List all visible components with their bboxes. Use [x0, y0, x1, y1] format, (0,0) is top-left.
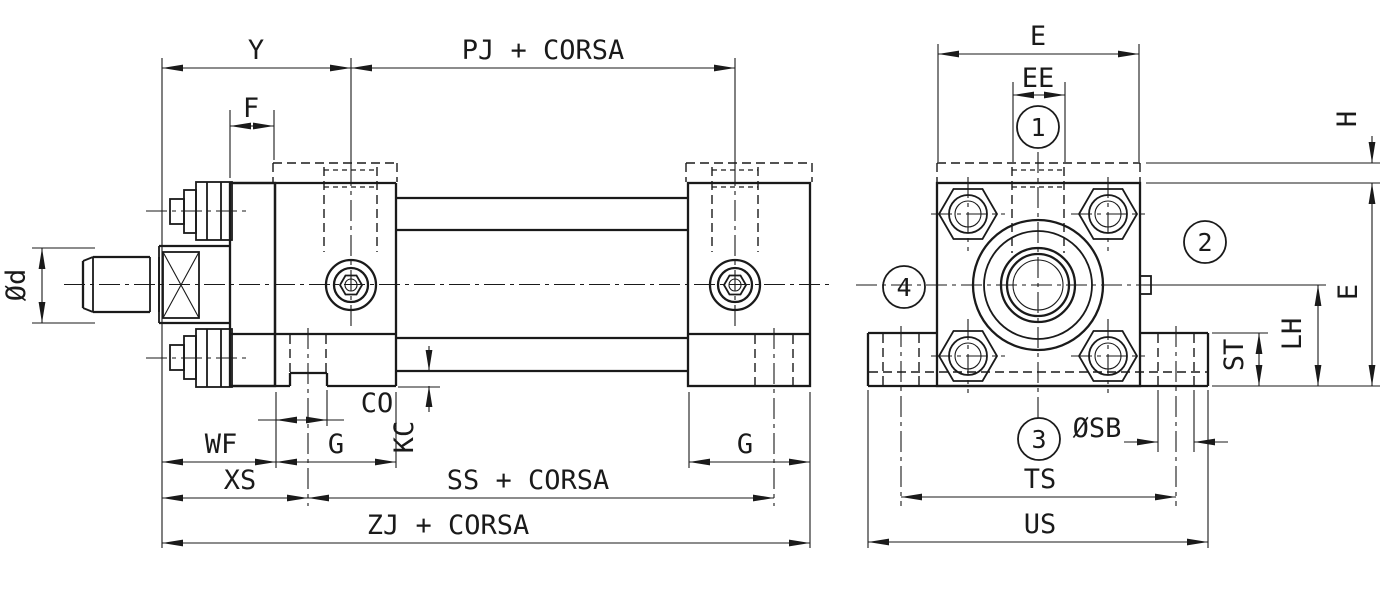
mounting-feet — [866, 326, 1210, 506]
rod-bushing-boss — [971, 218, 1105, 352]
piston-rod — [81, 244, 230, 325]
side-dimensions — [38, 64, 810, 547]
balloon-3-number: 3 — [1031, 425, 1046, 454]
end-extension-lines — [867, 44, 1380, 548]
dim-label-e-side: E — [1333, 284, 1364, 300]
tie-rod-nuts-end-view — [931, 177, 1145, 393]
dim-label-wf: WF — [205, 429, 238, 460]
balloon-2: 2 — [1183, 220, 1227, 264]
nut-top-right — [1071, 177, 1145, 251]
dim-label-st: ST — [1219, 339, 1250, 372]
end-dimensions — [868, 50, 1376, 546]
side-view: Y PJ + CORSA F Ød CO KC WF G XS SS + COR… — [1, 35, 832, 548]
dim-label-us: US — [1024, 509, 1057, 540]
dim-label-y: Y — [248, 35, 264, 66]
dim-label-f: F — [243, 93, 259, 124]
dim-label-ss-corsa: SS + CORSA — [447, 465, 610, 496]
balloon-1-number: 1 — [1030, 113, 1045, 142]
side-lug — [1139, 275, 1152, 295]
nut-top-left — [931, 177, 1005, 251]
dim-label-xs: XS — [224, 465, 257, 496]
dim-label-sb-diameter: ØSB — [1073, 413, 1122, 444]
cylinder-tube — [396, 196, 688, 373]
end-view: 1 2 3 4 E EE H E LH ST ØSB TS US — [856, 21, 1380, 548]
balloon-4: 4 — [882, 265, 926, 309]
tie-rod-nut-bottom — [146, 328, 246, 388]
balloon-2-number: 2 — [1197, 228, 1212, 257]
dim-label-lh: LH — [1277, 318, 1308, 351]
dim-label-ee: EE — [1022, 63, 1055, 94]
dim-label-zj-corsa: ZJ + CORSA — [367, 510, 530, 541]
dim-label-h: H — [1332, 111, 1363, 127]
dim-label-g-front: G — [328, 429, 344, 460]
nut-bottom-right — [1071, 319, 1145, 393]
dim-label-g-rear: G — [737, 429, 753, 460]
dim-label-co: CO — [361, 388, 394, 419]
balloon-3: 3 — [1017, 417, 1061, 461]
end-hidden-boss — [936, 162, 1141, 253]
balloon-4-number: 4 — [896, 273, 911, 302]
side-extension-lines — [32, 58, 811, 548]
dim-label-ts: TS — [1024, 464, 1057, 495]
nut-bottom-left — [931, 319, 1005, 393]
rod-wrench-flats — [162, 251, 200, 319]
dim-label-rod-diameter: Ød — [1, 269, 32, 302]
dim-label-e-top: E — [1030, 21, 1046, 52]
dim-label-kc: KC — [389, 421, 420, 454]
front-cap — [230, 58, 398, 506]
dim-label-pj-corsa: PJ + CORSA — [462, 35, 625, 66]
balloon-1: 1 — [1016, 105, 1060, 149]
tie-rod-nut-top — [146, 181, 246, 241]
rear-cap — [685, 58, 813, 506]
